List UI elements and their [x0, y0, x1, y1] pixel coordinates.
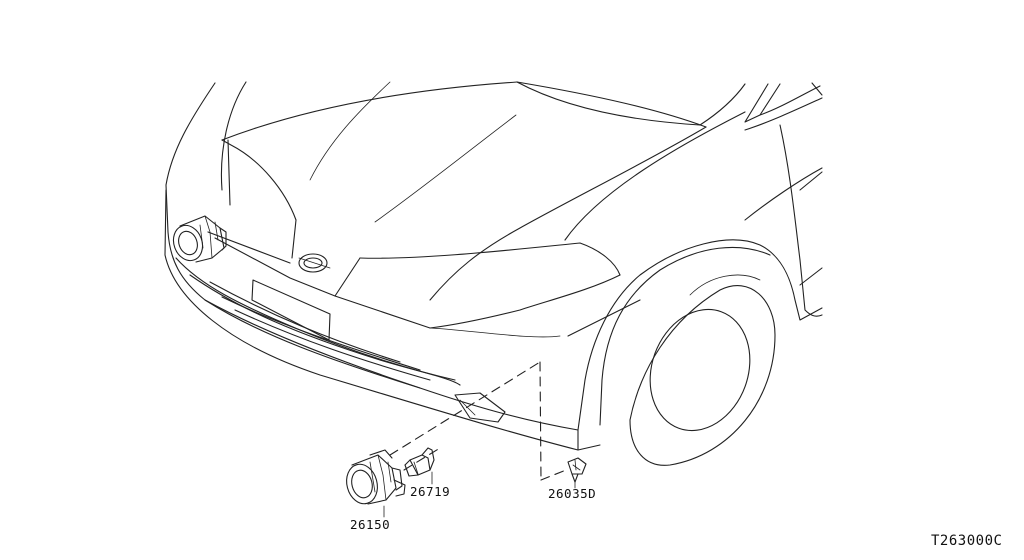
- part-number-label: 26150: [350, 517, 390, 532]
- screw-26035D: [567, 457, 587, 483]
- figure-id-label: T263000C: [931, 533, 1002, 549]
- assembly-guide-lines: [389, 361, 567, 481]
- bulb-26719: [404, 447, 435, 477]
- part-number-label: 26035D: [548, 486, 596, 501]
- part-number-label: 26719: [410, 484, 450, 499]
- leader-lines: [383, 471, 576, 518]
- fog-lamp-26150: [346, 449, 406, 505]
- car-body-outline: [164, 81, 823, 466]
- fog-lamp-installed-left: [172, 215, 227, 263]
